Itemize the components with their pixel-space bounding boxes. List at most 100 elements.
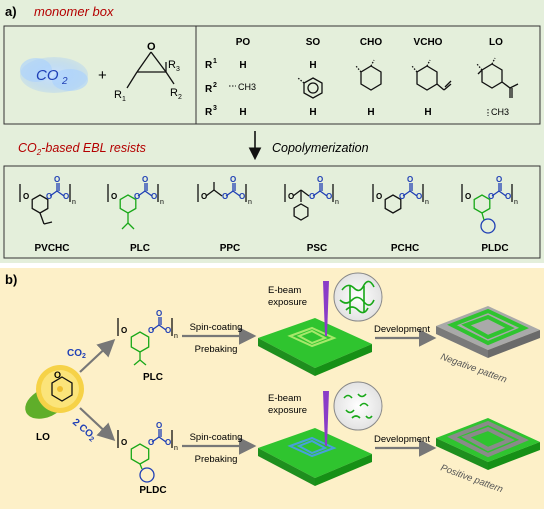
r2-label: R — [170, 87, 178, 99]
svg-text:n: n — [335, 199, 339, 206]
ebeam-top — [323, 281, 329, 336]
polymer-label-pchc: PCHC — [391, 243, 419, 254]
substituent-table: PO SO CHO VCHO LO R 1 R 2 R 3 H H CH3 — [205, 37, 519, 118]
polymer-label-psc: PSC — [307, 243, 328, 254]
r3-sub: 3 — [176, 66, 180, 73]
monomer-box — [3, 25, 541, 125]
svg-text:n: n — [248, 199, 252, 206]
co2-text: CO — [36, 67, 59, 84]
svg-text:O: O — [407, 175, 413, 184]
plus-sign: + — [98, 67, 107, 84]
panel-b-label: b) — [5, 272, 17, 287]
arrow-lo-to-pldc — [79, 407, 116, 442]
svg-text:H: H — [309, 107, 316, 118]
svg-text:O: O — [151, 192, 157, 201]
epoxide-structure: O R 1 R 3 R 2 — [114, 41, 182, 103]
svg-text:O: O — [399, 192, 405, 201]
phenyl-structure — [297, 77, 323, 99]
svg-text:O: O — [309, 192, 315, 201]
r1-sub: 1 — [122, 96, 126, 103]
lo-ring — [476, 57, 519, 98]
row-r1: R — [205, 60, 213, 71]
svg-text:O: O — [148, 326, 154, 335]
svg-text:2: 2 — [213, 82, 217, 89]
col-po: PO — [236, 37, 251, 48]
polymer-box — [3, 165, 541, 259]
development-bottom: Development — [374, 434, 430, 445]
svg-text:H: H — [239, 60, 246, 71]
col-cho: CHO — [360, 37, 382, 48]
wafer-top — [258, 318, 372, 376]
co2-cloud: CO 2 — [20, 57, 88, 93]
svg-text:O: O — [156, 421, 162, 430]
r2-sub: 2 — [178, 94, 182, 101]
polymer-label-pvchc: PVCHC — [34, 243, 69, 254]
svg-text:O: O — [148, 438, 154, 447]
svg-text:O: O — [230, 175, 236, 184]
svg-text:O: O — [156, 309, 162, 318]
arrow-lo-to-plc — [79, 338, 116, 373]
negative-pattern-wafer — [436, 306, 540, 358]
col-so: SO — [306, 37, 321, 48]
svg-text:H: H — [239, 107, 246, 118]
svg-text:O: O — [317, 175, 323, 184]
svg-text:O: O — [54, 175, 60, 184]
svg-text:n: n — [425, 199, 429, 206]
svg-text:O: O — [111, 192, 117, 201]
svg-text:O: O — [54, 370, 61, 380]
svg-text:O: O — [121, 438, 127, 447]
svg-text:n: n — [160, 199, 164, 206]
ebeam-top-l1: E-beam — [268, 285, 301, 296]
svg-text:O: O — [416, 192, 422, 201]
svg-text:n: n — [514, 199, 518, 206]
reagent-co2-top: CO2 — [67, 348, 86, 360]
svg-text:n: n — [174, 333, 178, 340]
prebaking-bottom: Prebaking — [195, 454, 238, 465]
svg-text:O: O — [201, 192, 207, 201]
svg-text:O: O — [496, 175, 502, 184]
panel-a-label: a) — [5, 4, 17, 19]
polymer-label-pldc: PLDC — [481, 243, 508, 254]
development-top: Development — [374, 324, 430, 335]
col-lo: LO — [489, 37, 503, 48]
svg-text:O: O — [165, 438, 171, 447]
copolymerization-label: Copolymerization — [272, 141, 369, 155]
svg-text:n: n — [72, 199, 76, 206]
svg-text:O: O — [326, 192, 332, 201]
r3-label: R — [168, 59, 176, 71]
co2-subscript: 2 — [61, 76, 68, 87]
svg-text:O: O — [23, 192, 29, 201]
svg-text:O: O — [147, 41, 156, 53]
zoom-circle-bottom — [333, 381, 383, 431]
svg-text:O: O — [222, 192, 228, 201]
row-r3: R — [205, 107, 213, 118]
svg-text:O: O — [142, 175, 148, 184]
ebeam-top-l2: exposure — [268, 297, 307, 308]
vcho-ring — [411, 59, 452, 91]
svg-text:O: O — [288, 192, 294, 201]
cho-ring — [355, 59, 382, 91]
svg-text:O: O — [46, 192, 52, 201]
svg-text:O: O — [239, 192, 245, 201]
row-r2: R — [205, 84, 213, 95]
polymer-pldc-label: PLDC — [139, 485, 166, 496]
monomer-lo-label: LO — [36, 432, 50, 443]
svg-text:O: O — [134, 192, 140, 201]
polymer-label-ppc: PPC — [220, 243, 241, 254]
positive-pattern-wafer — [436, 418, 540, 470]
prebaking-top: Prebaking — [195, 344, 238, 355]
spin-coating-bottom: Spin-coating — [190, 432, 243, 443]
monomer-box-title: monomer box — [34, 4, 114, 19]
svg-text:O: O — [488, 192, 494, 201]
ebeam-bottom-l1: E-beam — [268, 393, 301, 404]
